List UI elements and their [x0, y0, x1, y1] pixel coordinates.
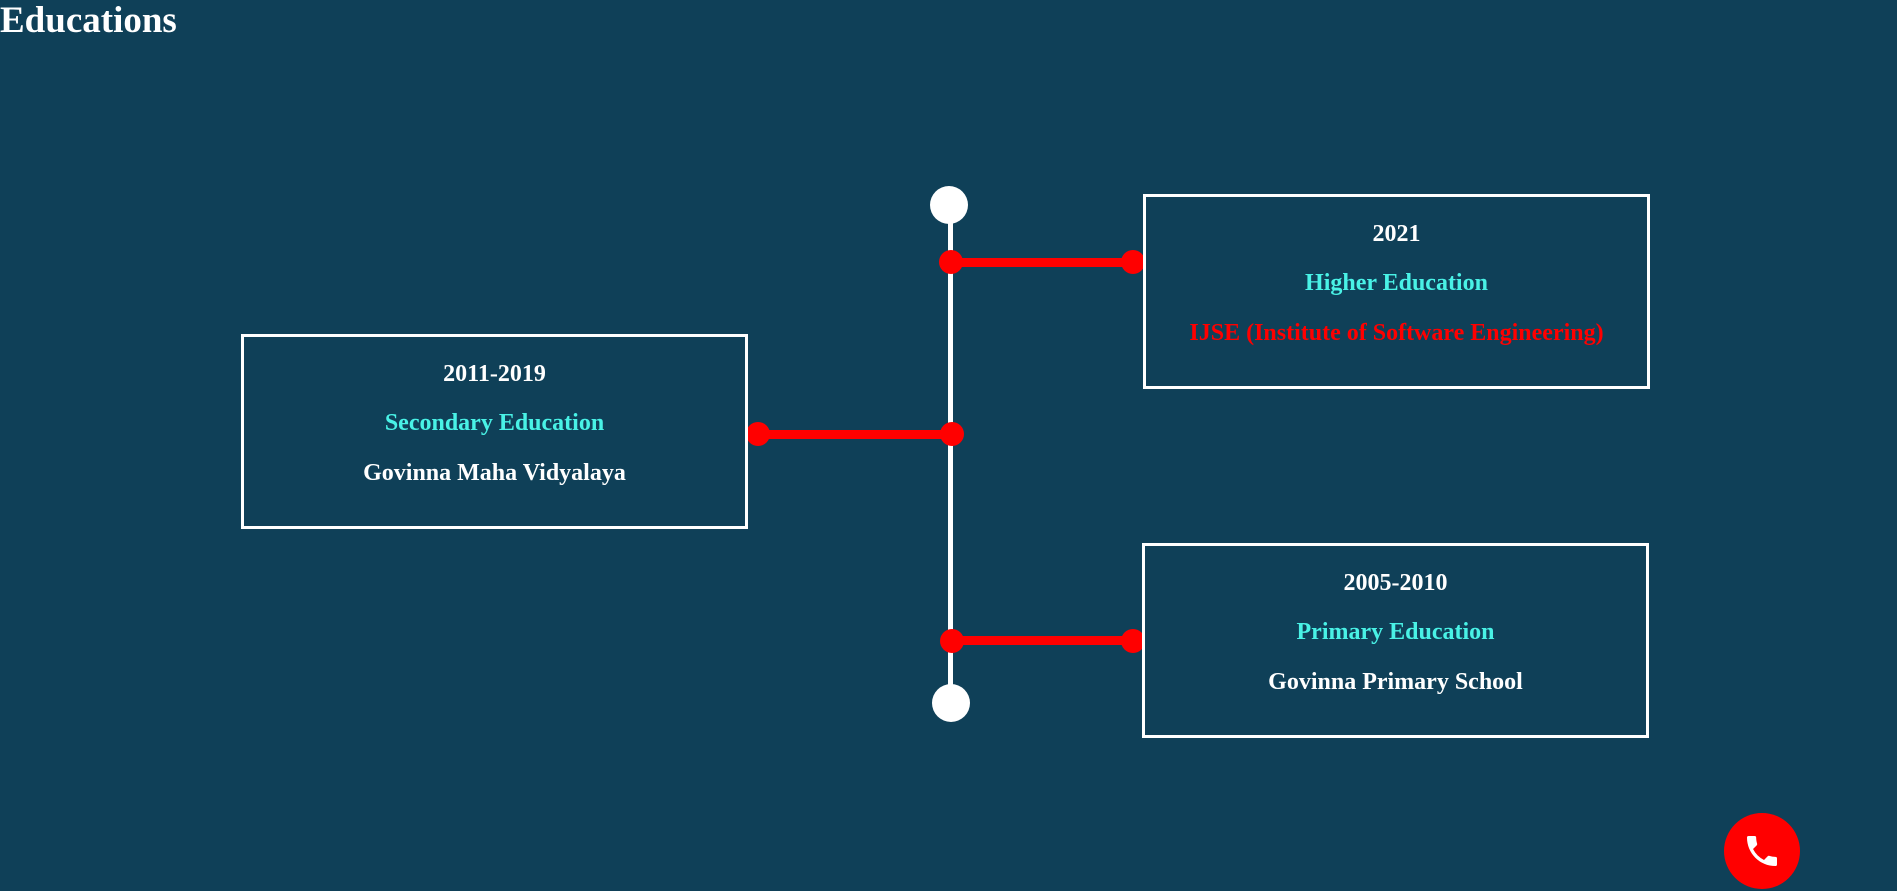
education-year: 2005-2010 — [1343, 570, 1448, 596]
timeline-end-cap — [932, 684, 970, 722]
education-level: Higher Education — [1305, 270, 1488, 296]
education-card-higher: 2021 Higher Education IJSE (Institute of… — [1143, 194, 1650, 389]
education-school: Govinna Maha Vidyalaya — [363, 460, 626, 486]
connector-dot — [746, 422, 770, 446]
connector-dot — [940, 422, 964, 446]
connector-higher-education — [950, 258, 1132, 267]
education-card-primary: 2005-2010 Primary Education Govinna Prim… — [1142, 543, 1649, 738]
timeline-spine — [948, 205, 953, 703]
page-title: Educations — [0, 0, 177, 41]
connector-dot — [1121, 629, 1145, 653]
call-button[interactable] — [1724, 813, 1800, 889]
connector-dot — [940, 629, 964, 653]
connector-secondary-education — [758, 430, 952, 439]
connector-dot — [1121, 250, 1145, 274]
phone-icon — [1747, 836, 1777, 866]
education-school: Govinna Primary School — [1268, 669, 1523, 695]
education-year: 2011-2019 — [443, 361, 546, 387]
timeline-start-cap — [930, 186, 968, 224]
education-year: 2021 — [1372, 221, 1421, 247]
education-school: IJSE (Institute of Software Engineering) — [1189, 320, 1604, 346]
education-level: Primary Education — [1296, 619, 1495, 645]
education-card-secondary: 2011-2019 Secondary Education Govinna Ma… — [241, 334, 748, 529]
connector-dot — [939, 250, 963, 274]
connector-primary-education — [951, 636, 1132, 645]
education-level: Secondary Education — [384, 410, 605, 436]
